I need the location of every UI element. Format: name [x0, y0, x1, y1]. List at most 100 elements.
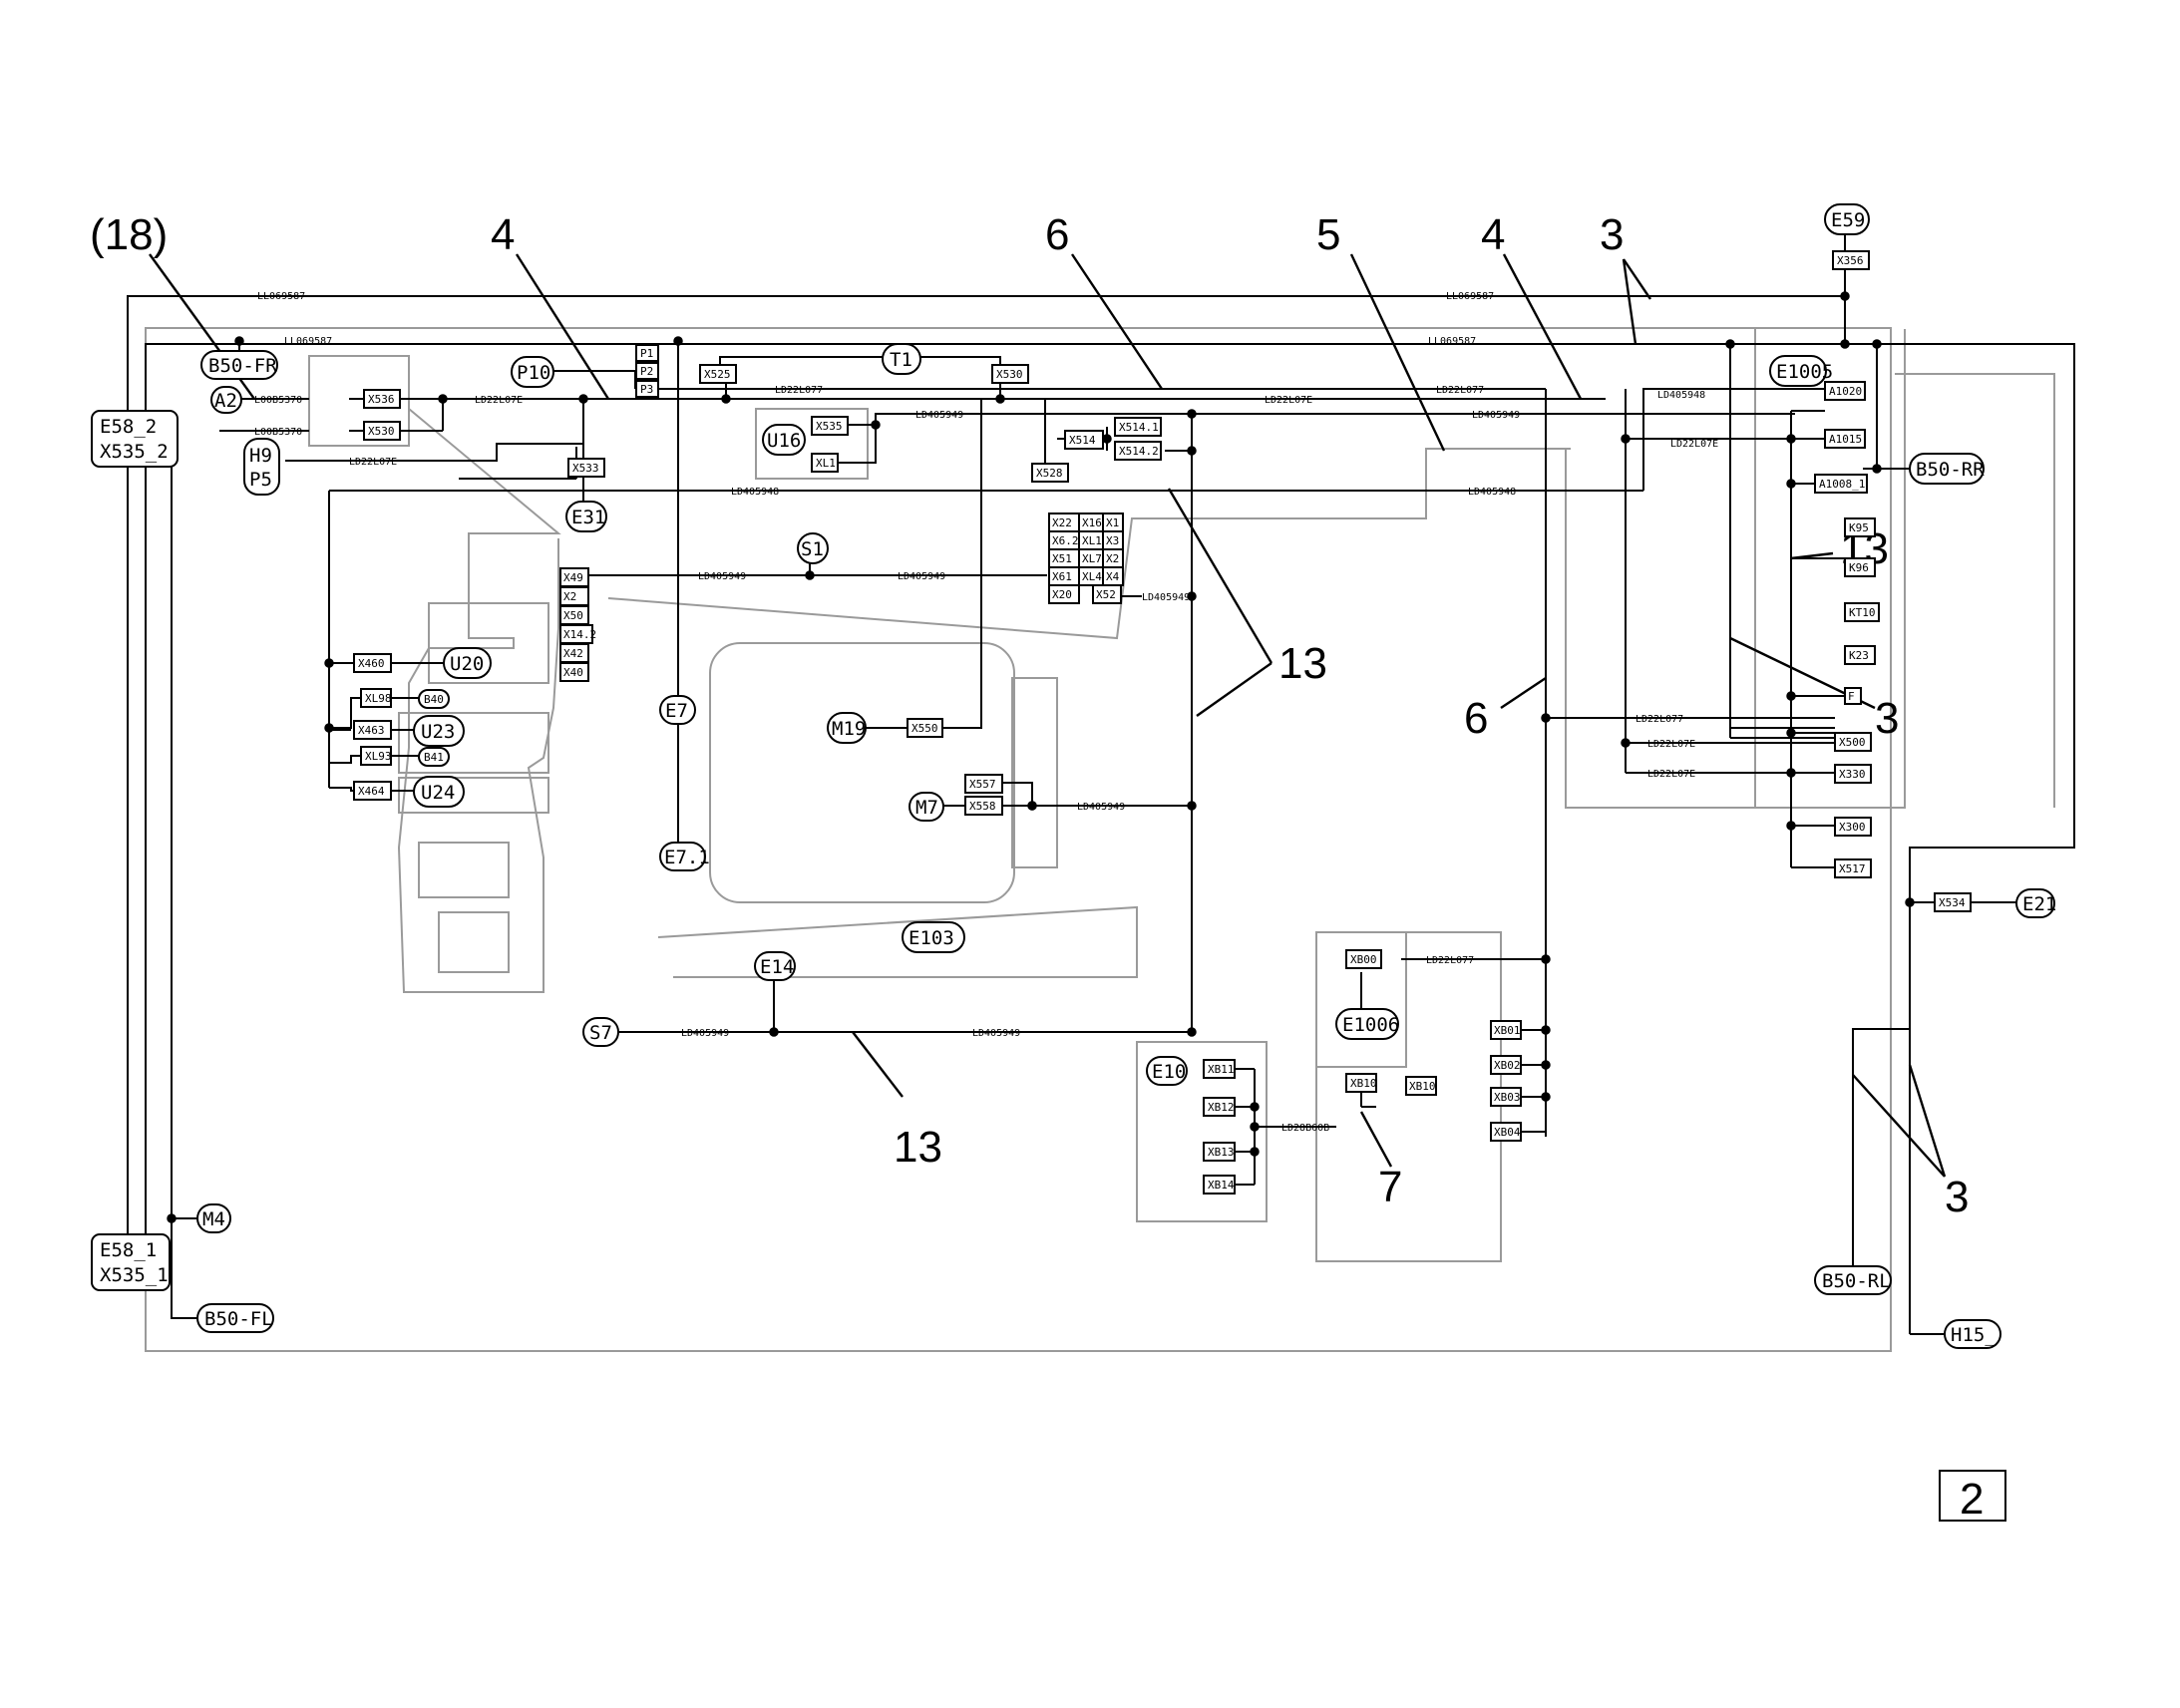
component-oval: S1 [797, 532, 829, 564]
wire-tag: LD28B60B [1281, 1123, 1329, 1134]
svg-text:XL4: XL4 [1082, 570, 1102, 583]
wire-tag: LD405949 [681, 1028, 729, 1039]
wire-tag: LD22L077 [1635, 714, 1683, 725]
svg-text:K95: K95 [1849, 521, 1869, 534]
connector: XB10 [1345, 1073, 1377, 1093]
svg-text:S1: S1 [801, 538, 824, 560]
svg-text:X464: X464 [358, 785, 385, 798]
svg-text:B50-RL: B50-RL [1822, 1270, 1891, 1292]
svg-text:X2: X2 [563, 590, 576, 603]
svg-text:K23: K23 [1849, 649, 1869, 662]
svg-text:X14.2: X14.2 [563, 628, 596, 641]
connector: X3 [1102, 530, 1124, 550]
connector: XB10 [1405, 1076, 1437, 1096]
svg-text:X40: X40 [563, 666, 583, 679]
component-oval: E21 [2015, 888, 2056, 918]
svg-text:XB01: XB01 [1494, 1024, 1521, 1037]
svg-text:X517: X517 [1839, 862, 1866, 875]
svg-text:X557: X557 [969, 778, 996, 791]
svg-text:H9: H9 [249, 445, 272, 467]
svg-text:X514.2: X514.2 [1119, 445, 1159, 458]
svg-text:X2: X2 [1106, 552, 1119, 565]
connector: X464 [353, 781, 392, 801]
component-oval: B41 [418, 747, 450, 767]
connector: A1008_1 [1814, 474, 1868, 494]
svg-text:U23: U23 [421, 721, 455, 743]
svg-text:T1: T1 [890, 349, 912, 371]
svg-text:XB14: XB14 [1208, 1179, 1235, 1192]
connector: X2 [559, 586, 589, 606]
connector: KT10 [1844, 602, 1880, 622]
svg-text:P10: P10 [517, 362, 550, 384]
connector: X517 [1834, 858, 1872, 878]
connector: X51 [1048, 548, 1080, 568]
svg-text:X42: X42 [563, 647, 583, 660]
wire-tag: LD405948 [1657, 390, 1705, 401]
svg-text:X558: X558 [969, 800, 996, 813]
wire-tag: LL069587 [1446, 291, 1494, 302]
connector: XB12 [1203, 1097, 1236, 1117]
component-oval: E7.1 [659, 842, 710, 871]
connector: X50 [559, 605, 589, 625]
component-oval: T1 [882, 343, 921, 375]
svg-text:E7.1: E7.1 [664, 847, 710, 868]
svg-text:P5: P5 [249, 469, 272, 491]
svg-text:B50-FL: B50-FL [204, 1308, 273, 1330]
wire-tag: LD22L07E [349, 457, 397, 468]
callout-13-mid: 13 [1278, 639, 1327, 688]
connector: X535 [811, 416, 849, 436]
wire-tag: LD405949 [898, 571, 945, 582]
sheet-number: 2 [1960, 1475, 1984, 1524]
wire-tag: LD405949 [972, 1028, 1020, 1039]
svg-text:X16: X16 [1082, 516, 1102, 529]
connector: X533 [567, 458, 605, 478]
callout-4-left: 4 [491, 210, 515, 259]
svg-text:X550: X550 [911, 722, 938, 735]
wire-tag: LD405949 [915, 410, 963, 421]
svg-text:X49: X49 [563, 571, 583, 584]
svg-text:E31: E31 [571, 507, 605, 528]
sheet-number-box: 2 [1939, 1470, 2006, 1524]
connector: X40 [559, 662, 589, 682]
component-oval: B50-FR [200, 350, 278, 380]
connector: X2 [1102, 548, 1124, 568]
connector: P2 [635, 362, 659, 380]
svg-text:X61: X61 [1052, 570, 1072, 583]
connector: X1 [1102, 512, 1124, 532]
component-oval: U23 [413, 715, 465, 747]
component-oval: P10 [511, 356, 554, 388]
wire-tag: LD22L077 [775, 385, 823, 396]
connector: XL93 [360, 746, 392, 766]
svg-text:B40: B40 [424, 693, 444, 706]
svg-text:P3: P3 [640, 383, 653, 396]
svg-text:X3: X3 [1106, 534, 1119, 547]
connector: X530 [991, 364, 1029, 384]
connector: X14.2 [559, 624, 596, 644]
connector: F [1844, 687, 1862, 705]
connector: X514.1 [1114, 417, 1162, 437]
wire-tag: LD22L07E [1670, 439, 1718, 450]
wire-tag: LD405949 [1472, 410, 1520, 421]
component-oval: M4 [196, 1203, 231, 1233]
connector: K96 [1844, 557, 1876, 577]
svg-text:X500: X500 [1839, 736, 1866, 749]
svg-text:K96: K96 [1849, 561, 1869, 574]
svg-text:X528: X528 [1036, 467, 1063, 480]
svg-text:A1008_1: A1008_1 [1819, 478, 1865, 491]
connector: X550 [907, 718, 943, 738]
svg-text:X530: X530 [996, 368, 1023, 381]
connector: X330 [1834, 764, 1872, 784]
svg-text:H15_: H15_ [1951, 1324, 1997, 1346]
callout-3-top: 3 [1600, 210, 1624, 259]
svg-text:E1005: E1005 [1776, 361, 1833, 383]
svg-text:X22: X22 [1052, 516, 1072, 529]
callout-6-mid: 6 [1464, 694, 1488, 743]
connector: X530 [363, 421, 401, 441]
wire-tag: LD22L07E [1647, 769, 1695, 780]
callout-7: 7 [1378, 1163, 1402, 1211]
connector: X49 [559, 567, 589, 587]
svg-text:E59: E59 [1831, 209, 1865, 231]
connector: X534 [1934, 892, 1972, 912]
